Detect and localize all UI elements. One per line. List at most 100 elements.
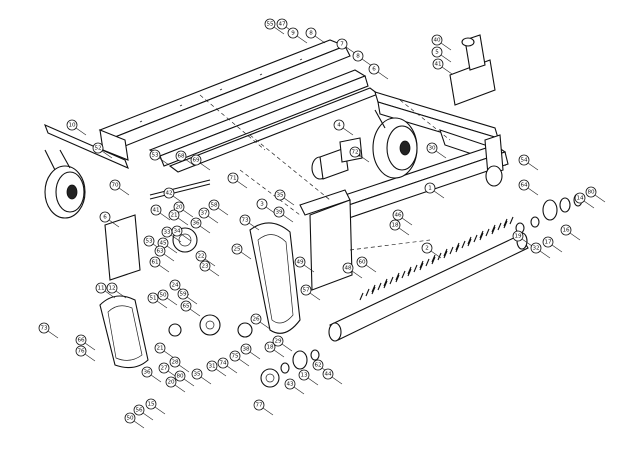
callout-label: 80: [176, 373, 184, 379]
part-callout-23: 23: [199, 260, 211, 272]
callout-circle: [133, 404, 145, 416]
part-callout-21: 21: [154, 342, 166, 354]
part-callout-41: 41: [432, 58, 444, 70]
tine: [503, 220, 508, 229]
part-callout-1: 1: [424, 182, 436, 194]
callout-leader: [293, 386, 305, 395]
part-callout-36: 36: [141, 366, 153, 378]
callout-circle: [542, 236, 554, 248]
tine: [479, 232, 484, 241]
callout-label: 13: [300, 372, 308, 378]
part-callout-59: 59: [177, 288, 189, 300]
callout-label: 41: [152, 207, 160, 213]
part-callout-68: 68: [175, 150, 187, 162]
callout-leader: [184, 158, 196, 167]
drive-chain: [149, 179, 211, 200]
callout-label: 20: [175, 204, 183, 210]
part-callout-77: 77: [253, 399, 265, 411]
callout-leader: [154, 406, 166, 415]
fastener-hardware: [359, 216, 514, 301]
callout-circle: [168, 209, 180, 221]
callout-label: 22: [197, 253, 204, 259]
callout-circle: [149, 256, 161, 268]
callout-circle: [352, 50, 364, 62]
callout-label: 10: [68, 122, 76, 128]
part-callout-58: 58: [208, 199, 220, 211]
callout-circle: [426, 142, 438, 154]
callout-label: 45: [159, 240, 167, 246]
callout-label: 77: [255, 402, 263, 408]
callout-leader: [75, 127, 87, 136]
part-callout-69: 69: [190, 154, 202, 166]
part-callout-21: 21: [168, 209, 180, 221]
tine: [419, 262, 424, 271]
callout-circle: [273, 206, 285, 218]
callout-label: 80: [587, 189, 595, 195]
part-callout-32: 32: [530, 242, 542, 254]
callout-leader: [569, 232, 581, 241]
callout-leader: [101, 150, 113, 159]
callout-label: 18: [391, 222, 399, 228]
callout-circle: [239, 214, 251, 226]
part-callout-2: 2: [421, 242, 433, 254]
callout-leader: [226, 365, 238, 374]
callout-circle: [389, 219, 401, 231]
motor: [311, 137, 363, 180]
tine: [407, 268, 412, 277]
tine: [431, 256, 436, 265]
callout-leader: [240, 251, 252, 260]
side-shield: [104, 214, 141, 281]
callout-circle: [66, 119, 78, 131]
part-callout-49: 49: [294, 256, 306, 268]
part-callout-25: 25: [231, 243, 243, 255]
tine: [509, 216, 514, 225]
part-callout-66: 66: [75, 334, 87, 346]
callout-leader: [158, 264, 170, 273]
tine: [383, 280, 388, 289]
callout-circle: [431, 46, 443, 58]
callout-leader: [178, 364, 190, 373]
callout-label: 6: [372, 66, 376, 72]
callout-circle: [150, 204, 162, 216]
part-callout-27: 27: [158, 362, 170, 374]
callout-circle: [424, 182, 436, 194]
callout-label: 55: [266, 21, 274, 27]
part-callout-48: 48: [342, 262, 354, 274]
part-callout-73: 73: [38, 322, 50, 334]
part-callout-62: 62: [312, 359, 324, 371]
callout-leader: [433, 190, 445, 199]
callout-leader: [351, 270, 363, 279]
part-callout-37: 37: [198, 207, 210, 219]
callout-label: 26: [252, 316, 260, 322]
callout-label: 14: [576, 195, 584, 201]
part-callout-80: 80: [585, 186, 597, 198]
part-callout-54: 54: [518, 154, 530, 166]
part-callout-17: 17: [542, 236, 554, 248]
callout-circle: [154, 342, 166, 354]
callout-leader: [259, 321, 271, 330]
part-callout-29: 29: [272, 335, 284, 347]
part-callout-9: 9: [287, 27, 299, 39]
callout-circle: [165, 376, 177, 388]
callout-label: 43: [286, 381, 294, 387]
callout-circle: [208, 199, 220, 211]
callout-leader: [47, 330, 59, 339]
callout-leader: [527, 187, 539, 196]
part-callout-40: 40: [431, 34, 443, 46]
right-wheel: [372, 109, 418, 179]
tine: [407, 266, 412, 275]
callout-circle: [274, 189, 286, 201]
callout-leader: [115, 290, 127, 299]
callout-label: 38: [242, 346, 250, 352]
part-callout-47: 47: [276, 18, 288, 30]
callout-leader: [199, 162, 211, 171]
callout-label: 35: [276, 192, 284, 198]
callout-label: 30: [428, 145, 436, 151]
callout-label: 49: [296, 259, 304, 265]
callout-circle: [195, 250, 207, 262]
tine: [443, 250, 448, 259]
part-callout-5: 5: [431, 46, 443, 58]
callout-leader: [521, 238, 533, 247]
tine: [467, 236, 472, 245]
